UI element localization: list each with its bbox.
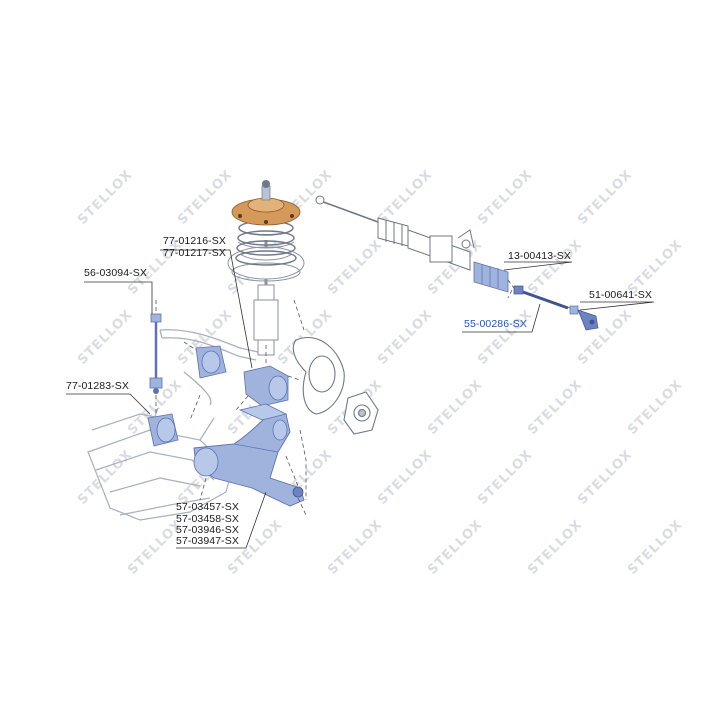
tie-rod-end bbox=[569, 305, 599, 331]
label-77-01217[interactable]: 77-01217-SX bbox=[163, 247, 226, 259]
label-57-03458[interactable]: 57-03458-SX bbox=[176, 513, 239, 525]
label-13-00413[interactable]: 13-00413-SX bbox=[508, 250, 571, 262]
rack-boot bbox=[473, 261, 509, 293]
label-55-00286-selected[interactable]: 55-00286-SX bbox=[464, 318, 527, 330]
knuckle-and-hub bbox=[292, 337, 379, 435]
stabilizer-link bbox=[149, 313, 163, 394]
label-57-03946[interactable]: 57-03946-SX bbox=[176, 524, 239, 536]
lower-control-arm bbox=[193, 403, 305, 507]
label-57-03947[interactable]: 57-03947-SX bbox=[176, 535, 239, 547]
leader-lines bbox=[66, 249, 655, 549]
tie-rod-axial bbox=[513, 285, 569, 310]
label-57-03457[interactable]: 57-03457-SX bbox=[176, 501, 239, 513]
strut-assembly bbox=[227, 229, 305, 356]
stabilizer-bushing bbox=[195, 345, 227, 379]
assembly-dash-lines bbox=[155, 279, 571, 516]
label-77-01216[interactable]: 77-01216-SX bbox=[163, 235, 226, 247]
arm-bushing bbox=[147, 413, 179, 447]
stabilizer-bar bbox=[159, 329, 259, 406]
strut-top-mount bbox=[231, 180, 301, 226]
steering-rack bbox=[315, 195, 475, 271]
label-51-00641[interactable]: 51-00641-SX bbox=[589, 289, 652, 301]
label-56-03094[interactable]: 56-03094-SX bbox=[84, 267, 147, 279]
strut-bushing bbox=[243, 365, 289, 407]
label-77-01283[interactable]: 77-01283-SX bbox=[66, 380, 129, 392]
